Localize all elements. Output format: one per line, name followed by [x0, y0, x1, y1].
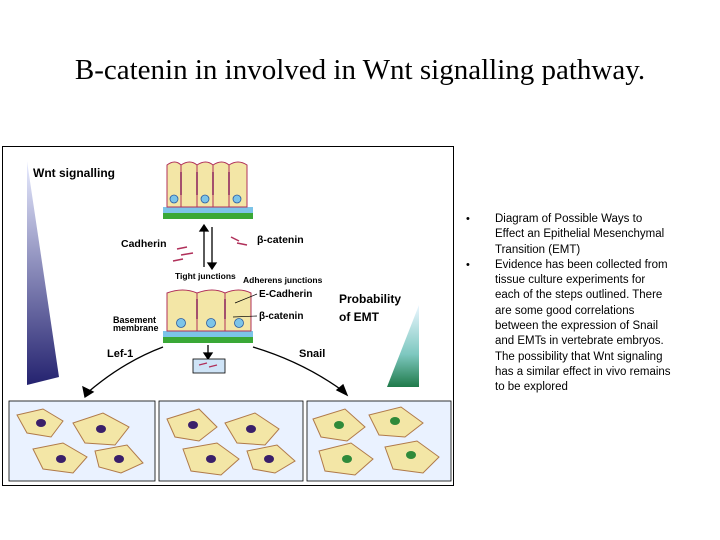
- nucleus-box-contents: [198, 362, 218, 368]
- transition-arrows: [198, 223, 218, 271]
- bullet-text-2: Evidence has been collected from tissue …: [495, 258, 671, 394]
- wnt-signalling-label: Wnt signalling: [33, 166, 115, 180]
- branch-arrows: [82, 345, 349, 399]
- bullet-list: • Diagram of Possible Ways to Effect an E…: [466, 212, 671, 396]
- emt-diagram-svg: Wnt signalling: [8, 161, 452, 482]
- bullet-text-1: Diagram of Possible Ways to Effect an Ep…: [495, 213, 665, 256]
- beta-catenin-label: β-catenin: [257, 234, 304, 246]
- label-leaders: [232, 293, 258, 318]
- nucleus-box: [192, 358, 226, 374]
- cell-nuclei: [36, 417, 416, 463]
- bullet-dot: •: [466, 213, 470, 225]
- top-epithelium: [163, 161, 253, 219]
- wnt-gradient-wedge: [27, 161, 59, 385]
- of-emt-label: of EMT: [339, 310, 380, 324]
- probability-label: Probability: [339, 292, 401, 306]
- middle-epithelium: [163, 289, 253, 343]
- beta-catenin-label-2: β-catenin: [259, 311, 303, 322]
- emt-diagram: Wnt signalling: [2, 146, 454, 486]
- emt-probability-wedge: [387, 305, 419, 387]
- e-cadherin-label: E-Cadherin: [259, 289, 312, 300]
- free-proteins: [172, 236, 248, 262]
- bullet-item-1: • Diagram of Possible Ways to Effect an E…: [466, 212, 671, 258]
- basement-label: Basement: [113, 315, 156, 325]
- tight-junctions-label: Tight junctions: [175, 271, 236, 281]
- cadherin-label: Cadherin: [121, 238, 167, 250]
- lef1-label: Lef-1: [107, 348, 133, 360]
- membrane-label: membrane: [113, 323, 159, 333]
- adherens-junctions-label: Adherens junctions: [243, 275, 323, 285]
- bullet-dot: •: [466, 258, 470, 271]
- bullet-item-2: • Evidence has been collected from tissue…: [466, 258, 671, 396]
- slide-title: B-catenin in involved in Wnt signalling …: [74, 54, 646, 86]
- snail-label: Snail: [299, 348, 325, 360]
